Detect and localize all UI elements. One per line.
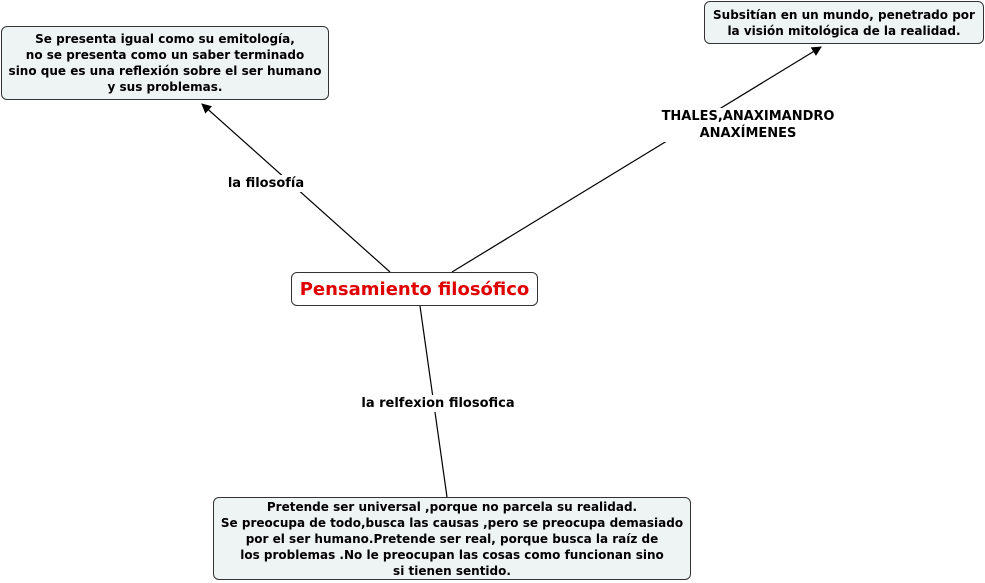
central-concept-label: Pensamiento filosófico — [299, 278, 530, 300]
link-label-filosofia: la filosofía — [220, 175, 312, 192]
central-concept-node[interactable]: Pensamiento filosófico — [291, 272, 538, 306]
concept-node-reflexion[interactable]: Pretende ser universal ,porque no parcel… — [213, 497, 691, 580]
concept-node-filosofia[interactable]: Se presenta igual como su emitología, no… — [1, 26, 329, 100]
connector-thales — [451, 46, 822, 273]
link-label-thales: THALES,ANAXIMANDRO ANAXÍMENES — [648, 108, 848, 142]
concept-node-mitologia[interactable]: Subsitían en un mundo, penetrado por la … — [704, 1, 984, 44]
link-label-reflexion: la relfexion filosofica — [350, 395, 526, 412]
